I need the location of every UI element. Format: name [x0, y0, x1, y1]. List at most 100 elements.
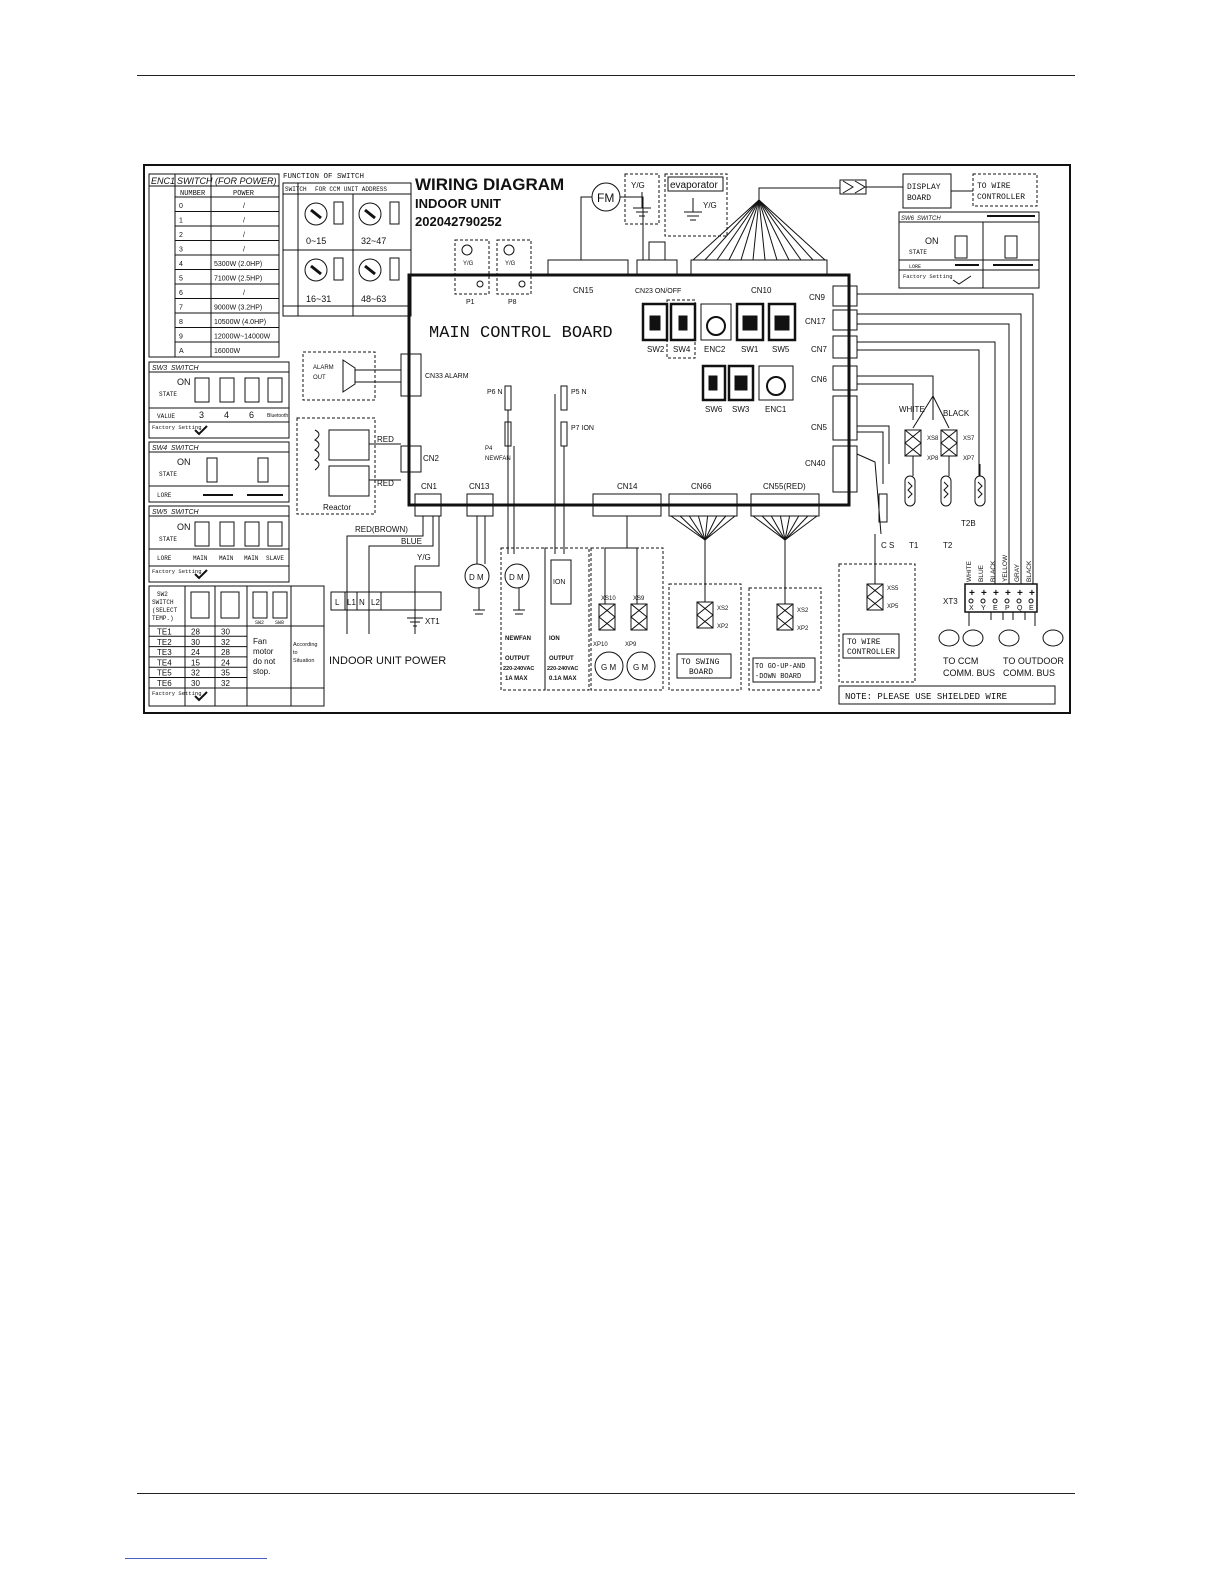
xs7-label: XS7 [963, 436, 975, 442]
xt3-plus: + [993, 588, 999, 599]
cn7-label: CN7 [811, 345, 828, 354]
enc1-row-power: 16000W [214, 348, 240, 355]
wire [752, 515, 786, 541]
p1-yg: Y/G [463, 261, 474, 267]
wire [784, 515, 809, 541]
connector-arrows [842, 180, 866, 194]
wire [752, 199, 760, 261]
to-wire-ctrl2-0: TO WIRE [847, 638, 881, 647]
terminal-label: N [359, 598, 365, 607]
enc1-row-number: 1 [179, 218, 183, 225]
sw2-cell: TE2 [157, 638, 172, 647]
p8-label: P8 [508, 299, 517, 306]
xs5-connector [866, 534, 884, 611]
enc2-board-label: ENC2 [704, 345, 726, 354]
xp5-label: XP5 [887, 604, 899, 610]
wire [704, 515, 736, 541]
sw3-board-label: SW3 [732, 405, 750, 414]
wire [688, 515, 706, 541]
cn14-box [590, 547, 664, 691]
note-box [838, 685, 1056, 705]
cn23-connector [636, 259, 678, 275]
wire [770, 515, 786, 541]
p8-pin [518, 280, 526, 288]
output2-0: OUTPUT [549, 656, 574, 662]
xp10-label: XP10 [593, 642, 608, 648]
xt3-term-label: X [969, 605, 974, 612]
comm-grounds [938, 612, 1064, 647]
p1-icon [461, 244, 473, 256]
enc1-row-power: 5300W (2.0HP) [214, 261, 262, 268]
ion-box [544, 547, 590, 691]
cn6-label: CN6 [811, 375, 828, 384]
enc1-head-power-note: (FOR POWER) [215, 176, 277, 186]
note-text: NOTE: PLEASE USE SHIELDED WIRE [845, 692, 1007, 702]
p6-label: P6 N [487, 389, 503, 396]
p5-label: P5 N [571, 389, 587, 396]
sw3-value-3: Bluetooth [267, 413, 288, 419]
sw2-note2-1: to [293, 650, 298, 656]
diagram-title: WIRING DIAGRAM [415, 175, 564, 194]
enc1-row-power: / [243, 203, 245, 210]
to-wire-controller-1: CONTROLLER [977, 193, 1025, 202]
cn33-label: CN33 ALARM [425, 373, 469, 380]
to-wire-controller-2-box [842, 633, 900, 659]
to-go-up-0: TO GO-UP-AND [755, 663, 805, 671]
power-wires [346, 516, 440, 634]
sw3-factory: Factory Setting [152, 424, 202, 431]
sw2-note2-0: According [293, 642, 317, 648]
to-swing-0: TO SWING [681, 658, 720, 667]
range-0-15: 0~15 [306, 236, 326, 246]
sw3-name: SW3 [152, 365, 167, 372]
sw3-table [148, 361, 290, 439]
xt3-term-label: P [1005, 605, 1010, 612]
reactor-body-top [328, 429, 370, 461]
enc1-row-power: 12000W~14000W [214, 334, 271, 341]
xs5-box [838, 563, 916, 683]
wire [728, 199, 760, 261]
footer-rule [137, 1493, 1075, 1494]
wire [704, 199, 760, 261]
wire [758, 199, 814, 261]
enc1-row-number: 6 [179, 290, 183, 297]
ground-icon [633, 192, 651, 217]
footnote-separator [125, 1558, 267, 1559]
white-label: WHITE [899, 405, 925, 414]
wire [758, 199, 766, 261]
black-label: BLACK [943, 409, 970, 418]
cn5-label: CN5 [811, 423, 828, 432]
wire-color-label: WHITE [966, 560, 973, 582]
cn1-label: CN1 [421, 482, 438, 491]
blue-label: BLUE [401, 537, 422, 546]
sw5-board-label: SW5 [772, 345, 790, 354]
wire [704, 515, 709, 541]
evaporator-yg: Y/G [703, 201, 717, 210]
xt3-plus: + [969, 588, 975, 599]
board-pins [504, 385, 568, 554]
right-connectors [832, 285, 858, 493]
enc1-row-number: 4 [179, 261, 183, 268]
gm-label-2: G M [633, 663, 648, 672]
wire [779, 515, 786, 541]
dm-motor-1 [464, 563, 490, 589]
sw2-cell: 15 [191, 658, 200, 667]
xt3-plus: + [981, 588, 987, 599]
sw4-name: SW4 [152, 445, 167, 452]
xt3-screw [968, 598, 974, 604]
terminal-label: L [335, 598, 340, 607]
wire [740, 199, 760, 261]
sw6-board-label: SW6 [705, 405, 723, 414]
red-label-2: RED [377, 479, 394, 488]
xt3-terms: +X+Y+E+P+Q+E [968, 588, 1035, 612]
reactor-coil [314, 429, 320, 471]
sw6-state: STATE [909, 249, 927, 256]
sw2-note-3: stop. [253, 667, 270, 676]
dm-label-2: D M [509, 573, 524, 582]
display-board-1: BOARD [907, 194, 931, 203]
enc1-row-number: A [179, 348, 184, 355]
sw2-board-label: SW2 [647, 345, 665, 354]
